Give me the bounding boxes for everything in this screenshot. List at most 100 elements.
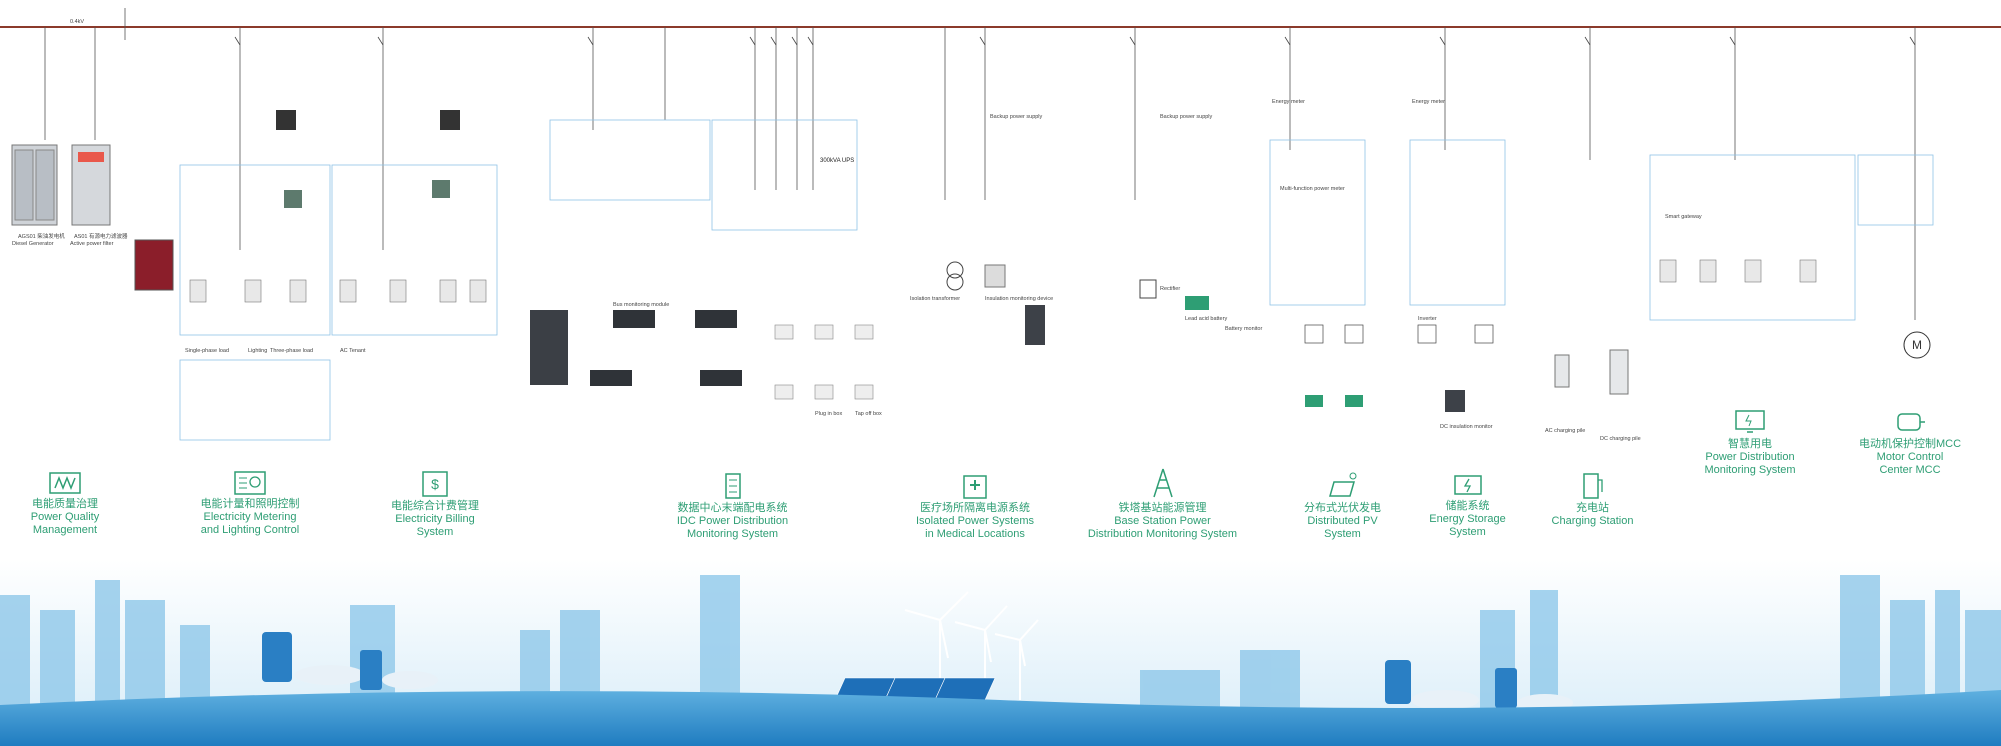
section-storage: 储能系统 Energy Storage System: [1420, 470, 1515, 539]
dc-insulation-label: DC insulation monitor: [1440, 424, 1493, 430]
section-power-quality: 电能质量治理 Power Quality Management: [10, 470, 120, 537]
dc-insulation-monitor: [1445, 390, 1465, 412]
section-title-en: Distributed PV: [1307, 515, 1378, 527]
section-title-en-2: System: [1324, 528, 1361, 540]
mcc-box: [1857, 154, 1934, 226]
energy-meter-label-2: Energy meter: [1412, 99, 1445, 105]
solar-icon: [1328, 472, 1356, 497]
section-title-en-2: and Lighting Control: [200, 524, 300, 536]
smart-gateway-label: Smart gateway: [1665, 214, 1702, 220]
meter-row-1: [189, 279, 487, 303]
section-title-en-2: Monitoring System: [686, 528, 779, 540]
generator-cabinet: [11, 144, 58, 226]
tower-icon: [1152, 468, 1173, 498]
motor-icon: [1897, 413, 1925, 431]
hospital-icon: [963, 475, 987, 499]
lighting-box: [179, 359, 331, 441]
pv-inverters: [1304, 324, 1364, 344]
insulation-monitor-label: Insulation monitoring device: [985, 296, 1053, 302]
metering-icon: [234, 471, 266, 495]
ac-tenant-label: AC Tenant: [340, 348, 366, 354]
medical-panel: [1025, 305, 1045, 345]
generator-label: AGS01 柴油发电机: [18, 232, 65, 240]
section-title-zh: 电能计量和照明控制: [200, 498, 300, 510]
storage-box: [1409, 139, 1506, 306]
inverter-label: Inverter: [1418, 316, 1437, 322]
section-title-en: Energy Storage: [1429, 513, 1506, 525]
section-title-zh: 电动机保护控制MCC: [1858, 438, 1962, 450]
rectifier: [1139, 279, 1157, 299]
battery-label: Lead acid battery: [1185, 316, 1227, 322]
charger-icon: [1582, 473, 1603, 499]
plug-in-box-label: Plug in box: [815, 411, 842, 417]
section-title-zh: 铁塔基站能源管理: [1118, 502, 1207, 514]
pv-panels: [1305, 395, 1363, 407]
section-title-en-2: in Medical Locations: [925, 528, 1025, 540]
power-quality-icon: [49, 472, 81, 494]
section-title-en: Charging Station: [1551, 515, 1634, 527]
section-title-zh: 数据中心末端配电系统: [677, 502, 788, 514]
section-base-station: 铁塔基站能源管理 Base Station Power Distribution…: [1080, 466, 1245, 541]
section-title-en-2: System: [416, 526, 454, 538]
section-title-en-2: Monitoring System: [1704, 464, 1796, 476]
ups-box: [711, 119, 858, 231]
plug-in-boxes: [774, 324, 874, 400]
insulation-monitor: [984, 264, 1006, 288]
section-title-en: IDC Power Distribution: [676, 515, 789, 527]
backup-power-label-1: Backup power supply: [990, 114, 1043, 120]
motor-symbol: [1903, 331, 1931, 359]
ev-scene-left: [262, 632, 438, 690]
pv-box: [1269, 139, 1366, 306]
section-title-en: Power Quality: [30, 511, 100, 523]
section-title-en: Base Station Power: [1114, 515, 1211, 527]
section-title-en: Electricity Billing: [395, 513, 475, 525]
section-title-zh: 充电站: [1576, 502, 1609, 514]
monitor-icon: [1735, 410, 1765, 433]
three-phase-load-label: Three-phase load: [270, 348, 313, 354]
section-idc: 数据中心末端配电系统 IDC Power Distribution Monito…: [660, 470, 805, 541]
bus-voltage-label: 0.4kV: [70, 19, 84, 25]
svg-text:$: $: [431, 476, 439, 492]
section-smart-power: 智慧用电 Power Distribution Monitoring Syste…: [1690, 408, 1810, 477]
metering-box: [179, 164, 331, 336]
apf-label-en: Active power filter: [70, 241, 114, 247]
feeder-lines: [44, 8, 1916, 320]
smart-breakers: [1659, 259, 1817, 283]
section-charging: 充电站 Charging Station: [1545, 470, 1640, 528]
bus-modules: [590, 310, 742, 386]
ev-chargers: [1554, 349, 1629, 395]
battery-icon: [1453, 475, 1482, 495]
motor-symbol-label: M: [1912, 338, 1922, 352]
idc-box: [549, 119, 711, 201]
backup-power-label-2: Backup power supply: [1160, 114, 1213, 120]
bus-monitor-label: Bus monitoring module: [613, 302, 669, 308]
section-title-en: Power Distribution: [1705, 451, 1795, 463]
ups-cabinet: [530, 310, 568, 385]
ev-dc-label: DC charging pile: [1600, 436, 1641, 442]
generator-label-en: Diesel Generator: [12, 241, 54, 247]
section-title-en-2: System: [1449, 526, 1486, 538]
battery-monitor-label: Battery monitor: [1225, 326, 1262, 332]
section-title-en-2: Distribution Monitoring System: [1087, 528, 1238, 540]
smart-box: [1649, 154, 1856, 321]
isolation-transformer: [946, 261, 964, 279]
power-meters-top: [276, 110, 460, 208]
lighting-label: Lighting: [248, 348, 267, 354]
section-billing: $ 电能综合计费管理 Electricity Billing System: [375, 470, 495, 539]
single-phase-load-label: Single-phase load: [185, 348, 229, 354]
section-title-en-2: Center MCC: [1879, 464, 1941, 476]
arc-protector: [134, 239, 174, 291]
breaker-symbols: [234, 36, 1916, 46]
section-title-en: Electricity Metering: [203, 511, 297, 523]
pv-meter-label: Multi-function power meter: [1280, 186, 1345, 192]
billing-box: [331, 164, 498, 336]
rectifier-label: Rectifier: [1160, 286, 1180, 292]
section-pv: 分布式光伏发电 Distributed PV System: [1295, 470, 1390, 541]
datacenter-icon: [724, 473, 741, 499]
energy-meter-label-1: Energy meter: [1272, 99, 1305, 105]
apf-cabinet: [71, 144, 111, 226]
apf-label: AS01 有源电力滤波器: [74, 232, 128, 240]
section-mcc: 电动机保护控制MCC Motor Control Center MCC: [1855, 408, 1965, 477]
section-metering: 电能计量和照明控制 Electricity Metering and Light…: [190, 470, 310, 537]
